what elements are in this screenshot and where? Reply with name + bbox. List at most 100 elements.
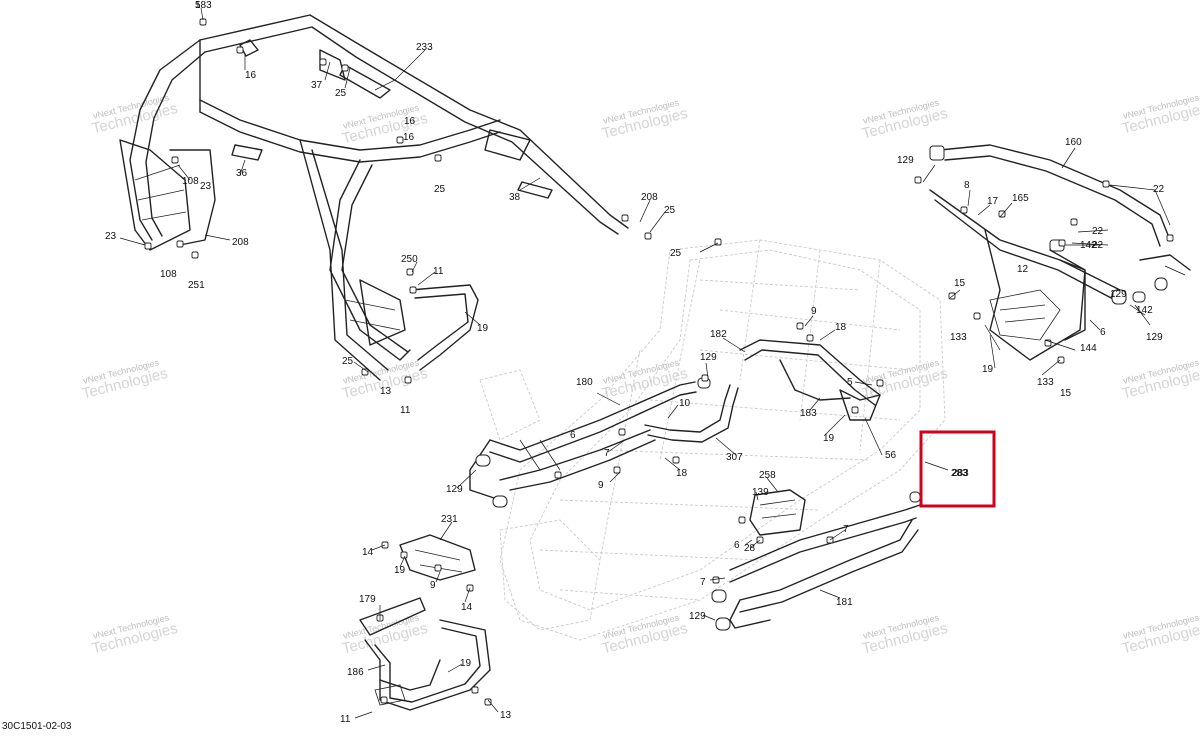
bolt (1070, 218, 1078, 226)
bolt (806, 334, 814, 342)
bolt (236, 46, 244, 54)
bolt (672, 456, 680, 464)
callout-9: 9 (598, 480, 604, 491)
callout-11: 11 (433, 266, 444, 277)
callout-251: 251 (188, 280, 205, 291)
callout-23: 23 (105, 231, 117, 242)
bolt (613, 466, 621, 474)
callout-highlighted: 283 (951, 468, 968, 479)
callout-182: 182 (710, 329, 727, 340)
diagram-code: 30C1501-02-03 (2, 721, 72, 732)
bolt (796, 322, 804, 330)
callout-22: 22 (1092, 240, 1104, 251)
callout-160: 160 (1065, 137, 1082, 148)
leader-lines (119, 7, 1186, 719)
callout-22: 22 (1153, 184, 1165, 195)
rear-bumper-181 (711, 489, 921, 631)
callout-14: 14 (461, 602, 473, 613)
callout-307: 307 (726, 452, 743, 463)
bolt (1058, 239, 1066, 247)
callout-7: 7 (604, 448, 610, 459)
callout-11: 11 (340, 714, 351, 725)
callout-129: 129 (700, 352, 717, 363)
callout-5: 5 (195, 0, 201, 11)
bolt (434, 154, 442, 162)
callout-129: 129 (1146, 332, 1163, 343)
bolt (712, 576, 720, 584)
callout-208: 208 (232, 237, 249, 248)
callout-144: 144 (1080, 343, 1097, 354)
callout-250: 250 (401, 254, 418, 265)
callout-142: 142 (1136, 305, 1153, 316)
callout-129: 129 (897, 155, 914, 166)
bolt (144, 242, 152, 250)
bolt (176, 240, 184, 248)
bolt (396, 136, 404, 144)
callout-142: 142 (1080, 240, 1097, 251)
callout-56: 56 (885, 450, 897, 461)
callout-19: 19 (823, 433, 835, 444)
callout-6: 6 (570, 430, 576, 441)
callout-258: 258 (759, 470, 776, 481)
callout-183: 183 (195, 0, 212, 11)
bolt (191, 251, 199, 259)
callout-11: 11 (400, 405, 411, 416)
callout-129: 129 (446, 484, 463, 495)
callout-19: 19 (460, 658, 472, 669)
callout-7: 7 (700, 577, 706, 588)
callout-9: 9 (811, 306, 817, 317)
callout-6: 6 (1100, 327, 1106, 338)
callout-25: 25 (670, 248, 682, 259)
callout-18: 18 (676, 468, 688, 479)
bolt (1102, 180, 1110, 188)
callout-186: 186 (347, 667, 364, 678)
bolt (876, 379, 884, 387)
callout-22: 22 (1092, 226, 1104, 237)
callout-25: 25 (342, 356, 354, 367)
callout-9: 9 (430, 580, 436, 591)
callout-181: 181 (836, 597, 853, 608)
callout-5: 5 (847, 377, 853, 388)
bolt (851, 406, 859, 414)
bolt (406, 268, 414, 276)
bolt (554, 471, 562, 479)
callout-25: 25 (664, 205, 676, 216)
callout-16: 16 (404, 116, 416, 127)
bolt (319, 58, 327, 66)
callout-179: 179 (359, 594, 376, 605)
callout-133: 133 (950, 332, 967, 343)
bolt (484, 698, 492, 706)
callout-12: 12 (1017, 264, 1029, 275)
bolt (409, 286, 417, 294)
bolt (1166, 234, 1174, 242)
callout-19: 19 (982, 364, 994, 375)
bolt (434, 564, 442, 572)
callout-180: 180 (576, 377, 593, 388)
bolt (380, 696, 388, 704)
roll-cage-233 (119, 14, 629, 381)
callout-15: 15 (954, 278, 966, 289)
callout-183: 183 (800, 408, 817, 419)
callout-36: 36 (236, 168, 248, 179)
bolt (914, 176, 922, 184)
callout-108: 108 (160, 269, 177, 280)
callout-13: 13 (380, 386, 392, 397)
callout-7: 7 (843, 524, 849, 535)
callout-283: 283 (952, 468, 969, 479)
callout-16: 16 (403, 132, 415, 143)
callout-37: 37 (311, 80, 323, 91)
callout-28: 28 (744, 543, 756, 554)
callout-233: 233 (416, 42, 433, 53)
